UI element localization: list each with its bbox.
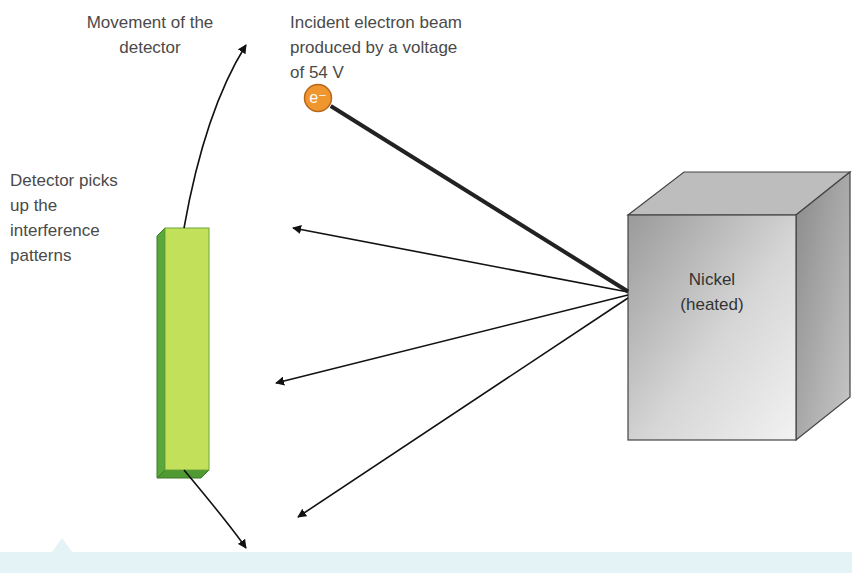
detector-label: Detector picks up the interference patte…	[10, 168, 140, 268]
incident-beam	[331, 106, 628, 292]
electron-symbol: e⁻	[309, 90, 326, 106]
nickel-side	[796, 172, 850, 440]
scattered-beam	[276, 295, 628, 383]
detector-side	[157, 228, 165, 478]
nickel-front	[628, 215, 796, 440]
scattered-beam	[298, 298, 628, 517]
beam-label: Incident electron beam produced by a vol…	[290, 10, 475, 85]
electron: e⁻	[303, 83, 333, 113]
movement-arc	[184, 45, 246, 228]
detector	[165, 228, 209, 470]
caption-band	[0, 552, 852, 573]
detector-bottom	[157, 470, 209, 478]
movement-arc	[184, 470, 246, 548]
motion-label: Movement of the detector	[75, 10, 225, 60]
nickel-block: Nickel (heated)	[628, 215, 796, 440]
material-name: Nickel (heated)	[667, 267, 757, 317]
caption-notch	[52, 538, 72, 552]
